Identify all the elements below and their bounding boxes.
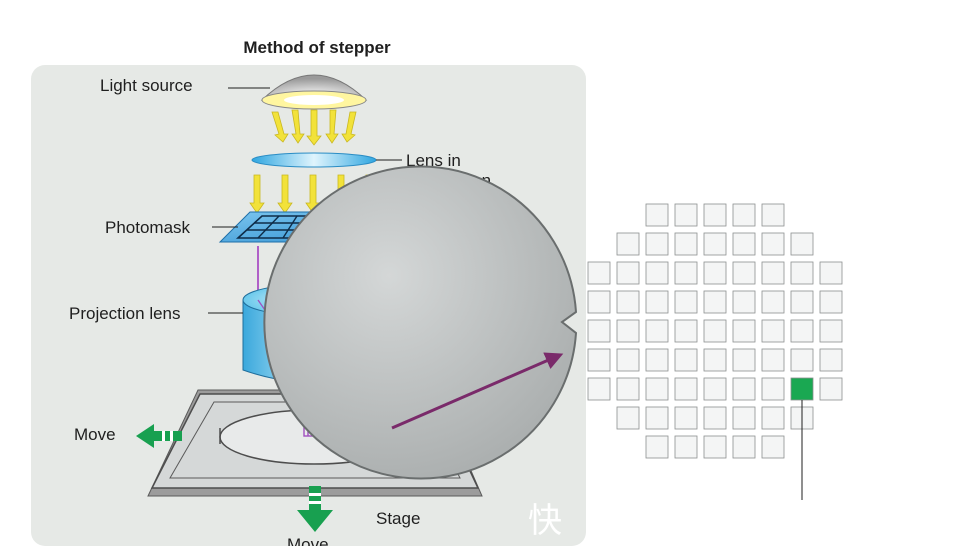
die <box>819 290 843 314</box>
die <box>761 261 785 285</box>
die <box>790 290 814 314</box>
die <box>761 319 785 343</box>
die-grid <box>587 203 843 459</box>
label-exposed-area-1: Area which can be <box>732 509 864 526</box>
die <box>790 261 814 285</box>
die <box>703 261 727 285</box>
die <box>790 348 814 372</box>
die <box>703 406 727 430</box>
die <box>761 406 785 430</box>
die <box>703 348 727 372</box>
light-source <box>260 74 368 110</box>
die <box>732 377 756 401</box>
die <box>732 406 756 430</box>
die <box>587 319 611 343</box>
label-photomask: Photomask <box>105 218 191 237</box>
die <box>587 377 611 401</box>
die <box>819 377 843 401</box>
die <box>674 435 698 459</box>
die <box>761 435 785 459</box>
die <box>819 348 843 372</box>
label-projection-lens: Projection lens <box>69 304 181 323</box>
die <box>790 319 814 343</box>
diagram-title: Method of stepper <box>243 38 391 57</box>
label-exposed-area-2: exposed at once <box>732 528 850 545</box>
die <box>703 319 727 343</box>
die <box>703 232 727 256</box>
die <box>761 290 785 314</box>
die <box>732 290 756 314</box>
die <box>732 435 756 459</box>
die <box>761 348 785 372</box>
die <box>645 203 669 227</box>
illumination-lens <box>251 152 377 168</box>
arrow-left-icon <box>136 424 182 448</box>
label-move-bottom: Move <box>287 535 329 546</box>
die <box>645 377 669 401</box>
die <box>674 319 698 343</box>
die <box>732 319 756 343</box>
wafer-detail <box>263 165 843 480</box>
label-stage: Stage <box>376 509 420 528</box>
die <box>645 435 669 459</box>
die <box>761 377 785 401</box>
die <box>761 203 785 227</box>
exposed-die <box>790 377 814 401</box>
die <box>674 203 698 227</box>
light-rays-upper <box>271 109 357 146</box>
label-light-source: Light source <box>100 76 193 95</box>
die <box>587 348 611 372</box>
die <box>674 406 698 430</box>
die <box>732 348 756 372</box>
die <box>819 261 843 285</box>
die <box>616 406 640 430</box>
die <box>703 435 727 459</box>
die <box>732 232 756 256</box>
label-lens-illumination-1: Lens in <box>406 151 461 170</box>
die <box>616 290 640 314</box>
arrow-down-icon <box>297 486 333 532</box>
die <box>819 319 843 343</box>
magnify-pointer-arrow <box>391 352 564 430</box>
die <box>616 348 640 372</box>
die <box>645 319 669 343</box>
watermark-glyph: 快 <box>528 501 562 541</box>
die <box>616 232 640 256</box>
die <box>645 261 669 285</box>
die <box>703 203 727 227</box>
die <box>732 203 756 227</box>
die <box>616 319 640 343</box>
die <box>616 261 640 285</box>
die <box>761 232 785 256</box>
die <box>703 377 727 401</box>
die <box>587 261 611 285</box>
die <box>645 290 669 314</box>
die <box>587 290 611 314</box>
die <box>674 377 698 401</box>
label-move-left: Move <box>74 425 116 444</box>
die <box>790 232 814 256</box>
die <box>645 232 669 256</box>
die <box>674 261 698 285</box>
die <box>674 290 698 314</box>
die <box>674 232 698 256</box>
die <box>703 290 727 314</box>
die <box>732 261 756 285</box>
die <box>645 348 669 372</box>
die <box>645 406 669 430</box>
die <box>616 377 640 401</box>
die <box>674 348 698 372</box>
